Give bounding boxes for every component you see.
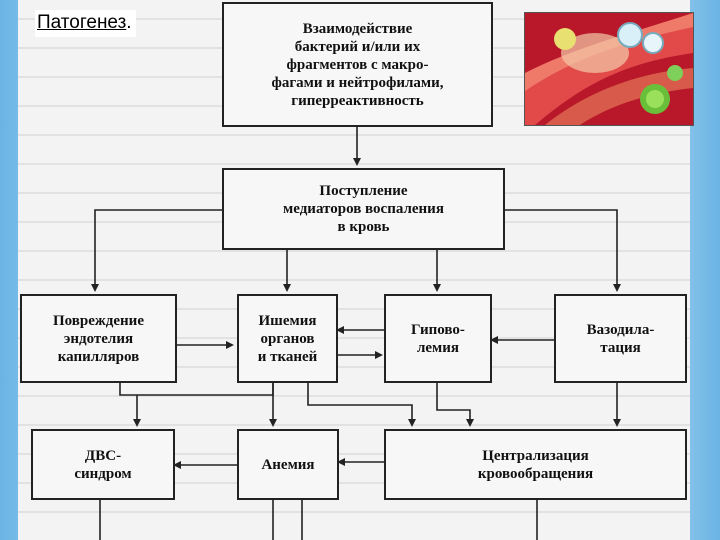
node-hypovolemia-label: Гипово- лемия: [411, 321, 465, 356]
node-centralization-label: Централизация кровообращения: [477, 447, 594, 482]
node-ischemia: Ишемия органов и тканей: [237, 294, 338, 383]
node-centralization: Централизация кровообращения: [384, 429, 687, 500]
node-mediators: Поступление медиаторов воспаления в кров…: [222, 168, 505, 250]
node-hypovolemia: Гипово- лемия: [384, 294, 492, 383]
node-endothelium-label: Повреждение эндотелия капилляров: [53, 312, 144, 365]
node-vasodilation: Вазодила- тация: [554, 294, 687, 383]
node-vasodilation-label: Вазодила- тация: [586, 321, 655, 356]
slide-title-text: Патогенез: [37, 12, 127, 33]
slide-title: Патогенез.: [35, 10, 136, 37]
node-interaction-label: Взаимодействие бактерий и/или их фрагмен…: [271, 20, 444, 109]
node-ischemia-label: Ишемия органов и тканей: [257, 312, 318, 365]
node-endothelium: Повреждение эндотелия капилляров: [20, 294, 177, 383]
node-dic: ДВС- синдром: [31, 429, 175, 500]
node-anemia: Анемия: [237, 429, 339, 500]
node-anemia-label: Анемия: [261, 456, 315, 473]
slide-title-punct: .: [126, 12, 132, 33]
node-mediators-label: Поступление медиаторов воспаления в кров…: [283, 183, 444, 235]
node-interaction: Взаимодействие бактерий и/или их фрагмен…: [222, 2, 493, 127]
blood-vessel-illustration: [525, 13, 693, 125]
illustration-image: [524, 12, 694, 126]
node-dic-label: ДВС- синдром: [74, 447, 132, 482]
